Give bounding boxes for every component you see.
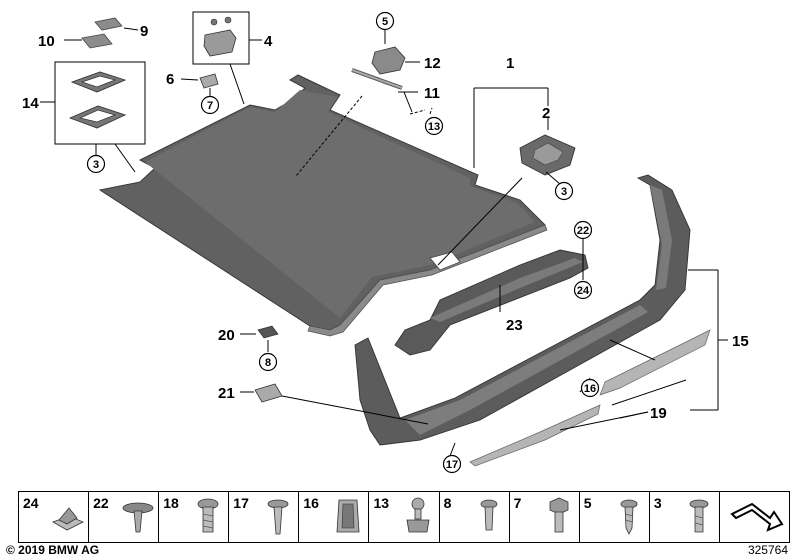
copyright-notice: © 2019 BMW AG bbox=[6, 543, 100, 557]
svg-text:16: 16 bbox=[584, 383, 596, 395]
legend-item-8[interactable]: 8 bbox=[440, 492, 510, 542]
hex-bolt-icon bbox=[549, 497, 569, 533]
legend-number: 22 bbox=[93, 495, 109, 511]
page-arrow-icon bbox=[730, 502, 784, 532]
legend-number: 18 bbox=[163, 495, 179, 511]
legend-item-24[interactable]: 24 bbox=[19, 492, 90, 542]
torx-screw-icon bbox=[689, 499, 709, 533]
svg-text:5: 5 bbox=[382, 16, 388, 28]
legend-number: 16 bbox=[303, 495, 319, 511]
callout-circle-24: 24 bbox=[573, 280, 593, 300]
item-12-bracket[interactable] bbox=[371, 46, 406, 75]
legend-item-13[interactable]: 13 bbox=[369, 492, 440, 542]
tapping-screw-icon bbox=[620, 499, 638, 535]
legend-item-7[interactable]: 7 bbox=[510, 492, 580, 542]
legend-number: 13 bbox=[373, 495, 390, 511]
legend-item-18[interactable]: 18 bbox=[159, 492, 230, 542]
item-23-cross-member[interactable] bbox=[394, 249, 589, 356]
legend-number: 7 bbox=[513, 495, 522, 511]
callout-circle-5: 5 bbox=[375, 11, 395, 31]
callout-1: 1 bbox=[506, 55, 514, 72]
callout-circle-7: 7 bbox=[200, 95, 220, 115]
callout-12: 12 bbox=[424, 55, 441, 72]
svg-text:17: 17 bbox=[446, 459, 458, 471]
torx-bolt-icon bbox=[197, 498, 219, 533]
svg-text:8: 8 bbox=[265, 357, 271, 369]
callout-circle-17: 17 bbox=[442, 454, 462, 474]
legend-item-3[interactable]: 3 bbox=[650, 492, 720, 542]
item-14-frame-upper[interactable] bbox=[70, 71, 127, 93]
callout-11: 11 bbox=[424, 85, 440, 102]
legend-number: 3 bbox=[653, 495, 662, 511]
legend-number: 5 bbox=[583, 495, 592, 511]
callout-9: 9 bbox=[140, 23, 148, 40]
item-19-trim-strip-lower[interactable] bbox=[469, 404, 601, 467]
document-id: 325764 bbox=[747, 543, 788, 557]
legend-arrow-cell bbox=[720, 492, 789, 542]
item-6-clip[interactable] bbox=[199, 73, 219, 89]
svg-text:24: 24 bbox=[577, 285, 590, 297]
callout-23: 23 bbox=[506, 317, 523, 334]
fastener-legend: 24 22 18 17 16 bbox=[18, 491, 790, 543]
callout-circle-3-right: 3 bbox=[554, 181, 574, 201]
legend-item-5[interactable]: 5 bbox=[580, 492, 650, 542]
item-20-pad[interactable] bbox=[257, 325, 279, 339]
legend-number: 24 bbox=[23, 495, 39, 511]
svg-text:22: 22 bbox=[577, 225, 589, 237]
callout-10: 10 bbox=[38, 33, 55, 50]
svg-text:7: 7 bbox=[207, 100, 213, 112]
callout-6: 6 bbox=[166, 71, 174, 88]
callout-15: 15 bbox=[732, 333, 749, 350]
item-11-gas-strut[interactable] bbox=[351, 68, 403, 90]
item-9-pad[interactable] bbox=[94, 17, 123, 31]
callout-circle-22: 22 bbox=[573, 220, 593, 240]
legend-item-17[interactable]: 17 bbox=[229, 492, 300, 542]
luggage-compartment-floor-panel[interactable] bbox=[98, 74, 548, 337]
callout-19: 19 bbox=[650, 405, 667, 422]
screw-icon bbox=[480, 499, 497, 531]
legend-item-22[interactable]: 22 bbox=[89, 492, 160, 542]
item-21-clip[interactable] bbox=[254, 383, 283, 403]
callout-circle-16: 16 bbox=[580, 378, 600, 398]
item-19-trim-strip-upper[interactable] bbox=[599, 329, 711, 396]
item-14-frame-lower[interactable] bbox=[68, 105, 127, 129]
item-14-box bbox=[54, 61, 146, 145]
callout-circle-13: 13 bbox=[424, 116, 444, 136]
ball-stud-icon bbox=[406, 497, 430, 533]
callout-14: 14 bbox=[22, 95, 39, 112]
push-rivet-icon bbox=[122, 502, 154, 533]
svg-text:13: 13 bbox=[428, 121, 440, 133]
callout-circle-3-left: 3 bbox=[86, 154, 106, 174]
item-15-loading-sill-trim[interactable] bbox=[354, 174, 691, 446]
spring-nut-icon bbox=[52, 507, 84, 531]
callout-21: 21 bbox=[218, 385, 235, 402]
clip-icon bbox=[336, 499, 360, 533]
callout-4: 4 bbox=[264, 33, 273, 50]
legend-number: 17 bbox=[233, 495, 249, 511]
expanding-rivet-icon bbox=[267, 499, 289, 535]
callout-20: 20 bbox=[218, 327, 235, 344]
legend-number: 8 bbox=[443, 495, 452, 511]
item-10-pad[interactable] bbox=[81, 33, 113, 49]
svg-text:3: 3 bbox=[561, 186, 567, 198]
item-4-box bbox=[192, 11, 250, 65]
item-4-bracket[interactable] bbox=[203, 16, 237, 57]
callout-2: 2 bbox=[542, 105, 550, 122]
svg-text:3: 3 bbox=[93, 159, 99, 171]
legend-item-16[interactable]: 16 bbox=[299, 492, 370, 542]
item-2-handle[interactable] bbox=[519, 134, 576, 176]
callout-circle-8: 8 bbox=[258, 352, 278, 372]
parts-diagram: 10 9 14 4 6 12 11 1 2 15 19 23 20 21 3 7… bbox=[22, 11, 749, 474]
